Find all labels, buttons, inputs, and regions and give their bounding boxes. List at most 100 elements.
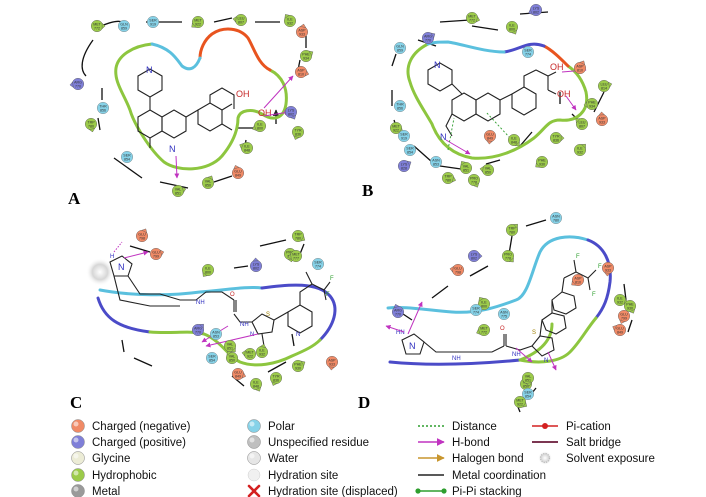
residue-label: SER [524,48,532,52]
legend-label: Water [268,453,298,465]
atom-hn-d1: HN [396,330,405,336]
residue-label: ILE [259,348,265,352]
residue-label: ARG [394,308,402,312]
residue-number: 854 [209,359,215,363]
residue-number: 859 [397,49,403,53]
residue-label: ASN [212,330,220,334]
residue-number: 930 [539,163,545,167]
atom-n-b1: N [434,60,441,70]
residue-number: 932 [617,301,623,305]
hbond-c3 [205,333,259,348]
atom-n-b2: N [440,132,447,142]
residue-label: ARG [424,34,432,38]
residue-label: ILE [244,144,250,148]
residue-number: 849 [235,375,241,379]
atom-oh-b2: OH [557,89,571,99]
panel-label-d: D [358,393,370,412]
residue-label: LYS [533,6,540,10]
residue-number: 774 [525,53,531,57]
residue-label: SER [472,306,480,310]
panel-b: OH OH N N ARG770MET772ILE800SER774LYS802… [362,3,613,200]
residue-number: 933 [329,363,335,367]
legend-label: Halogen bond [452,453,524,465]
residue-number: 770 [395,313,401,317]
atom-oh-b1: OH [550,62,564,72]
residue-label: ILE [205,266,211,270]
residue-number: 774 [473,311,479,315]
residue-number: 850 [485,171,491,175]
residue-number: 814 [601,87,607,91]
residue-number: 802 [471,257,477,261]
residue-label: PHE [626,302,634,306]
pocket-contour-b-polar [426,40,506,54]
pocket-contour-d-pos [586,238,612,320]
residue-number: 849 [617,331,623,335]
legend-item-hydration-displaced: Hydration site (displaced) [247,484,398,497]
hydration-displaced-icon [247,484,261,497]
residue-label: GLU [234,169,242,173]
residue-label: MET [468,14,476,18]
pocket-contour-c-pos2 [96,296,152,334]
residue-number: 807 [579,125,585,129]
residue-number: 930 [295,367,301,371]
atom-oh-a2: OH [258,108,272,118]
hydrophobic-swatch-icon [71,468,85,482]
residue-label: THR [99,104,107,108]
solvent-exposure-c [86,258,114,286]
residue-number: 777 [293,257,299,261]
residue-number: 828 [401,167,407,171]
residue-label: ASP [298,28,306,32]
residue-label: PHE [538,158,546,162]
residue-number: 798 [455,271,461,275]
legend-label: Metal coordination [452,470,546,482]
negative-swatch-icon [71,419,85,433]
legend-label: Glycine [92,453,130,465]
residue-label: GLN [396,44,404,48]
ligand-a [137,68,235,148]
panel-a: OH OH N N MET772GLN859SER919MET922LEU807… [68,13,314,208]
residue-label: ILE [481,300,487,304]
residue-label: PHE [302,52,310,56]
atom-o-c1: O [230,292,235,298]
residue-label: ASP [297,68,305,72]
residue-number: 848 [253,385,259,389]
residue-label: ILE [509,23,515,27]
residue-label: GLU [138,232,146,236]
residue-number: 800 [481,305,487,309]
pocket-contour-a-polar [150,42,202,71]
residue-label: MET [392,124,400,128]
atom-h-c1: H [110,254,114,260]
residue-number: 922 [393,129,399,133]
residue-number: 800 [257,127,263,131]
residue-label: SER [406,146,414,150]
hbond-b3 [445,139,471,155]
metal-swatch-icon [71,484,85,497]
ligand-c [109,255,331,347]
pocket-contour-a-neg [198,27,272,72]
residue-label: GLU [152,250,160,254]
